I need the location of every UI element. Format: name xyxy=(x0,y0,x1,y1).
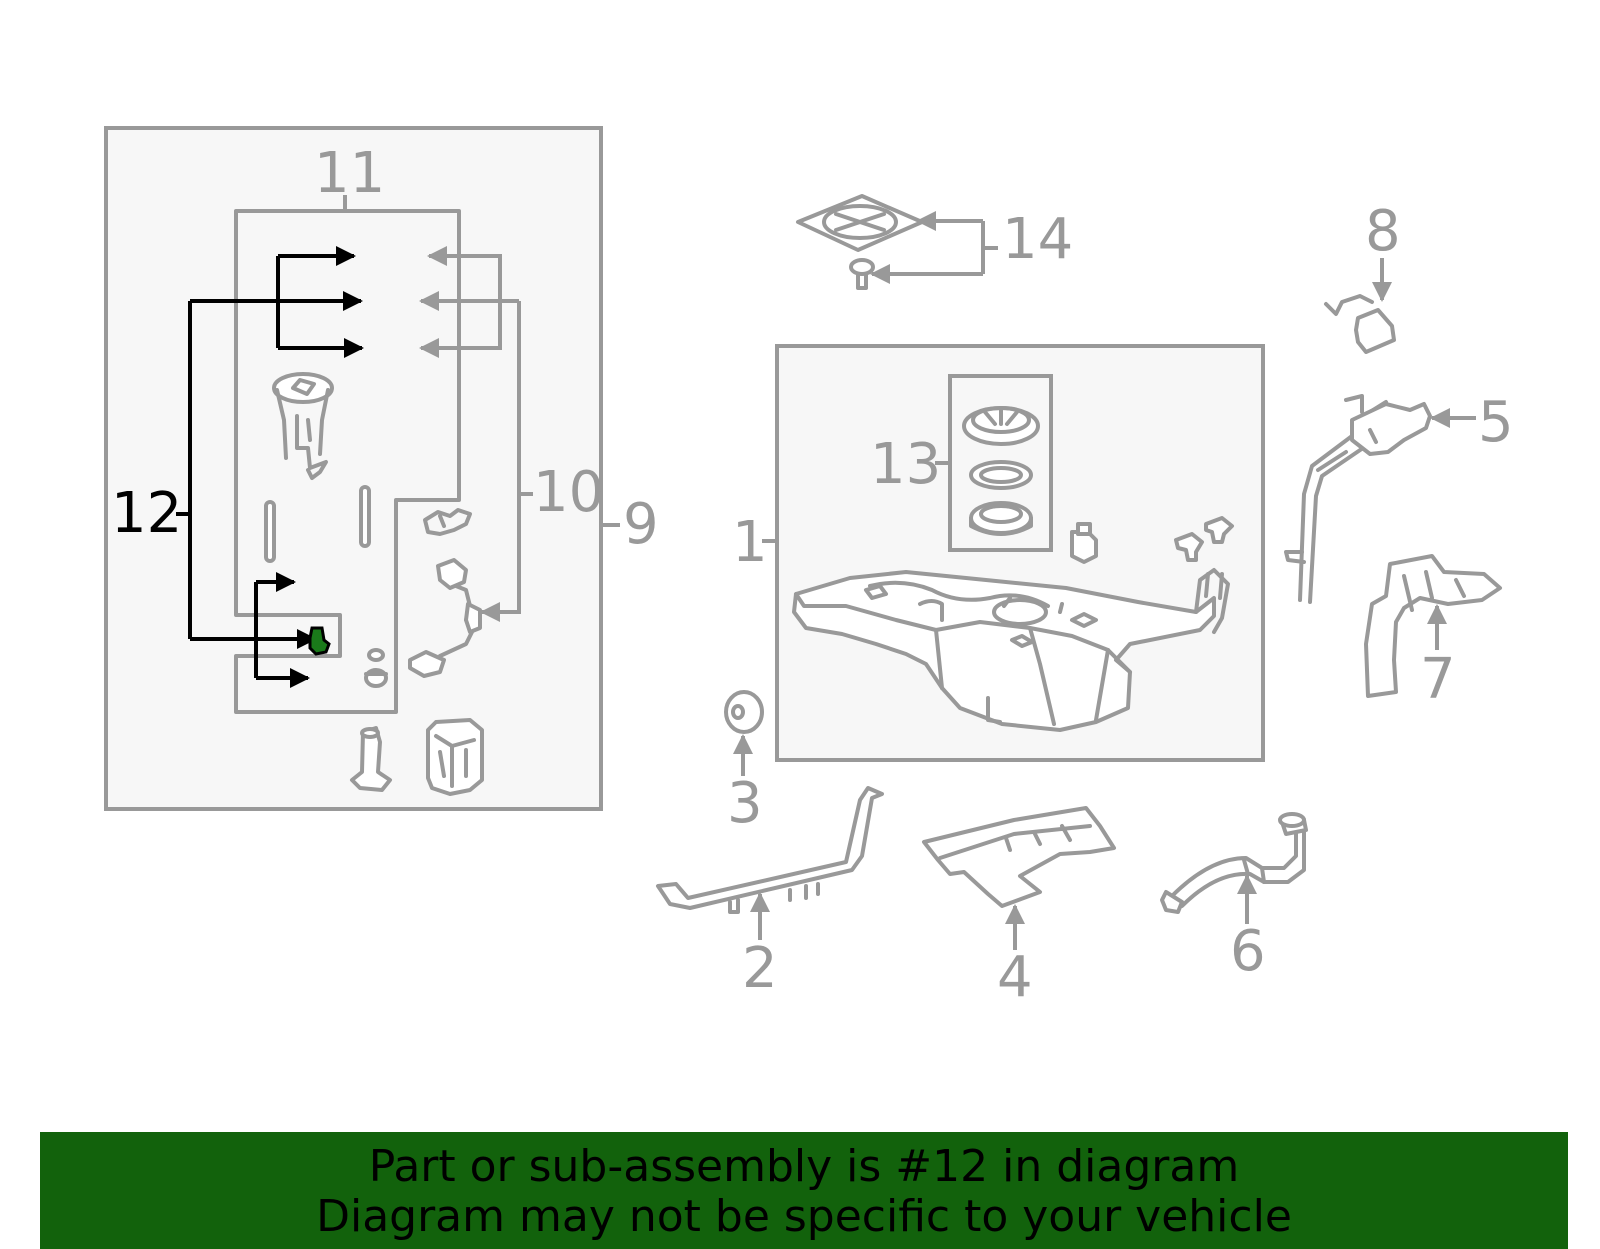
fuel-tank xyxy=(792,568,1230,732)
filter-rod-left xyxy=(264,500,276,563)
callout-3: 3 xyxy=(727,771,763,836)
callout-8: 8 xyxy=(1365,199,1401,264)
callout-9: 9 xyxy=(623,492,659,557)
filler-pipe-part-5 xyxy=(1284,394,1432,604)
tank-clip-b xyxy=(1204,516,1234,544)
callout-4: 4 xyxy=(997,945,1033,1010)
callout-7: 7 xyxy=(1420,647,1456,712)
filler-door-part-8 xyxy=(1324,294,1396,354)
banner-line-1: Part or sub-assembly is #12 in diagram xyxy=(368,1141,1240,1192)
under-cover-part-4 xyxy=(922,806,1116,908)
grommet-small xyxy=(364,648,388,688)
callout-2: 2 xyxy=(742,936,778,1001)
callout-10: 10 xyxy=(533,460,604,525)
leader-10-stem xyxy=(480,301,521,622)
breather-hose-part-6 xyxy=(1160,812,1308,914)
filter-rod-right xyxy=(359,485,371,548)
callout-14: 14 xyxy=(1002,207,1073,272)
filter-housing xyxy=(426,718,484,796)
access-cover xyxy=(796,194,924,252)
callout-12: 12 xyxy=(111,481,182,546)
retainer-clip xyxy=(423,508,472,536)
valve-cap xyxy=(1070,522,1098,564)
fuel-level-sender xyxy=(408,558,482,678)
tank-clip-a xyxy=(1174,532,1204,562)
callout-6: 6 xyxy=(1230,919,1266,984)
callout-1: 1 xyxy=(732,510,768,575)
callout-5: 5 xyxy=(1478,390,1514,455)
callout-11: 11 xyxy=(314,141,385,206)
gasket xyxy=(969,501,1033,536)
info-banner: Part or sub-assembly is #12 in diagram D… xyxy=(40,1132,1568,1249)
jet-pump xyxy=(350,726,392,792)
fuel-pump-module xyxy=(272,372,334,480)
heat-shield-part-7 xyxy=(1364,554,1502,698)
callout-13: 13 xyxy=(870,432,941,497)
tank-strap-part-2 xyxy=(656,786,884,914)
banner-line-2: Diagram may not be specific to your vehi… xyxy=(316,1191,1292,1242)
o-ring xyxy=(969,460,1033,490)
lock-ring xyxy=(962,406,1040,446)
grommet-part-3 xyxy=(724,690,764,734)
highlighted-part-12 xyxy=(308,626,331,656)
cover-bolt xyxy=(849,258,875,290)
